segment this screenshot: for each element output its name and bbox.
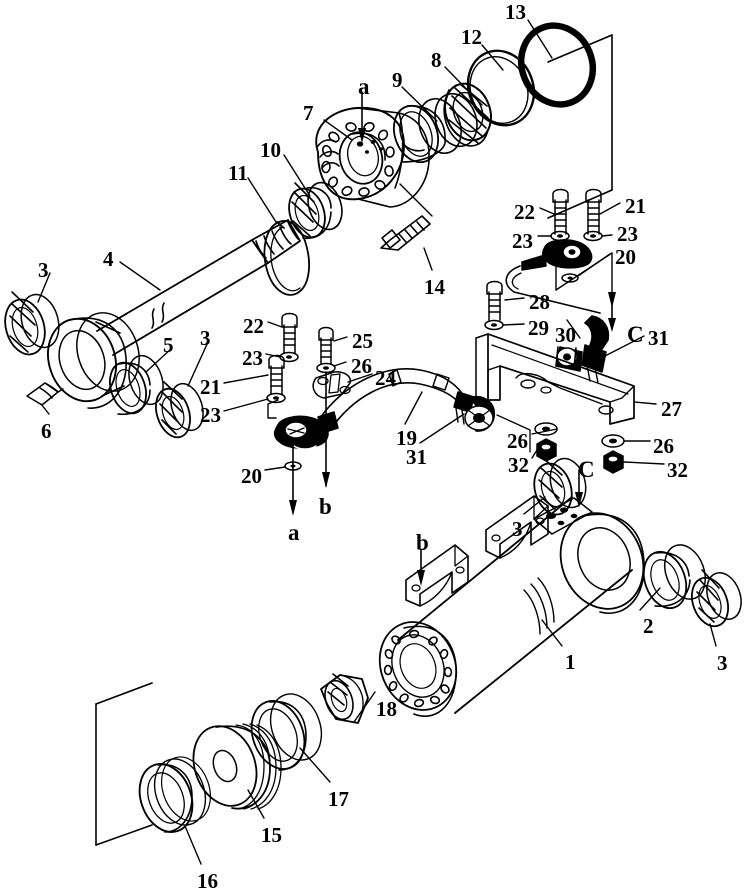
callout-21-upper: 21: [625, 194, 646, 218]
callout-22-upper: 22: [514, 200, 535, 224]
callout-20-mid: 20: [241, 464, 262, 488]
callout-23-mid-b: 23: [200, 403, 221, 427]
part-10-bearing: [288, 181, 343, 239]
section-marker-C-right: [608, 299, 616, 332]
part-2-bushing: [642, 544, 707, 609]
section-marker-a-bottom-label: a: [288, 520, 300, 545]
callout-1: 1: [565, 650, 576, 674]
callout-5: 5: [163, 333, 174, 357]
callout-20-upper: 20: [615, 245, 636, 269]
section-marker-b-tube-label: b: [416, 530, 429, 555]
part-1-cylinder-tube: [378, 495, 645, 717]
callout-14: 14: [424, 275, 445, 299]
part-5-bushing: [109, 354, 164, 415]
callout-24: 24: [375, 366, 396, 390]
leader-31-mid: [496, 414, 531, 453]
callout-8: 8: [431, 48, 442, 72]
section-marker-b-mid-label: b: [319, 494, 332, 519]
callout-26-right: 26: [653, 434, 674, 458]
section-marker-a-bottom: [289, 441, 297, 516]
leader-lines: [37, 19, 717, 865]
callout-25: 25: [352, 329, 373, 353]
hardware-group-mid-left: [266, 312, 352, 471]
callout-16: 16: [197, 869, 218, 893]
callout-21-mid: 21: [200, 375, 221, 399]
bracket-bottom-left: [95, 682, 153, 846]
callout-17: 17: [328, 787, 349, 811]
part-9-bushing: [393, 98, 462, 164]
part-14-bolt: [380, 215, 431, 251]
section-marker-a-top-label: a: [358, 74, 370, 99]
callout-29: 29: [528, 316, 549, 340]
section-marker-C-tube-label: C: [578, 457, 595, 482]
callout-18: 18: [376, 697, 397, 721]
callout-23-mid-a: 23: [242, 346, 263, 370]
part-12-seal: [466, 49, 536, 127]
part-31-elbow-mid: [453, 391, 496, 432]
section-marker-b-tube: [417, 549, 425, 586]
part-18-nut: [320, 673, 369, 724]
callout-15: 15: [261, 823, 282, 847]
callout-3-mid: 3: [200, 326, 211, 350]
part-3-seal-left: [4, 291, 60, 356]
section-marker-C-tube: [575, 469, 583, 508]
callout-10: 10: [260, 138, 281, 162]
bracket-top-right: [547, 34, 613, 219]
callout-32-right: 32: [667, 458, 688, 482]
callout-4: 4: [103, 247, 114, 271]
part-3-seal-right: [690, 569, 742, 628]
callout-23-upper-left: 23: [512, 229, 533, 253]
part-11-snap-ring: [263, 220, 310, 296]
callout-19: 19: [396, 426, 417, 450]
callout-7: 7: [303, 101, 314, 125]
callout-27: 27: [661, 397, 682, 421]
callout-13: 13: [505, 0, 526, 24]
callout-26-mid: 26: [351, 354, 372, 378]
callout-22-mid: 22: [243, 314, 264, 338]
part-4-piston-rod: [96, 219, 301, 356]
section-marker-b-mid: [322, 371, 330, 488]
callout-3-left: 3: [38, 258, 49, 282]
hardware-26-32-left: [534, 422, 558, 462]
section-marker-C-right-label: C: [627, 322, 644, 347]
part-17-ring: [250, 693, 323, 771]
part-27-mount-bracket: [475, 333, 635, 425]
leader-7-to-14: [399, 183, 433, 217]
callout-28: 28: [529, 290, 550, 314]
callout-31-mid: 31: [406, 445, 427, 469]
hardware-26-32-right: [601, 434, 625, 474]
part-30-31-elbow-right: [555, 315, 610, 384]
callout-2: 2: [643, 614, 654, 638]
callout-3-bracket: 3: [512, 517, 523, 541]
part-7-cylinder-head: [315, 106, 430, 208]
callout-9: 9: [392, 68, 403, 92]
section-marker-a-top: [358, 91, 366, 143]
callout-26-left: 26: [507, 429, 528, 453]
part-19-hose: [317, 368, 467, 434]
callout-30: 30: [555, 323, 576, 347]
rod-eye-boss: [26, 312, 140, 409]
part-15-piston: [192, 723, 282, 810]
hardware-group-upper-right: [505, 188, 603, 314]
part-29-washer: [484, 319, 504, 331]
part-3-seal-mid: [155, 381, 204, 439]
callout-32-left: 32: [508, 453, 529, 477]
part-28-bolt: [486, 280, 503, 321]
callout-6: 6: [41, 419, 52, 443]
callout-3-right: 3: [717, 651, 728, 675]
callout-12: 12: [461, 25, 482, 49]
part-8-bearing: [434, 82, 492, 148]
part-16-seal-ring: [138, 756, 211, 833]
callout-23-upper-right: 23: [617, 222, 638, 246]
callout-31-right: 31: [648, 326, 669, 350]
callout-11: 11: [228, 161, 248, 185]
